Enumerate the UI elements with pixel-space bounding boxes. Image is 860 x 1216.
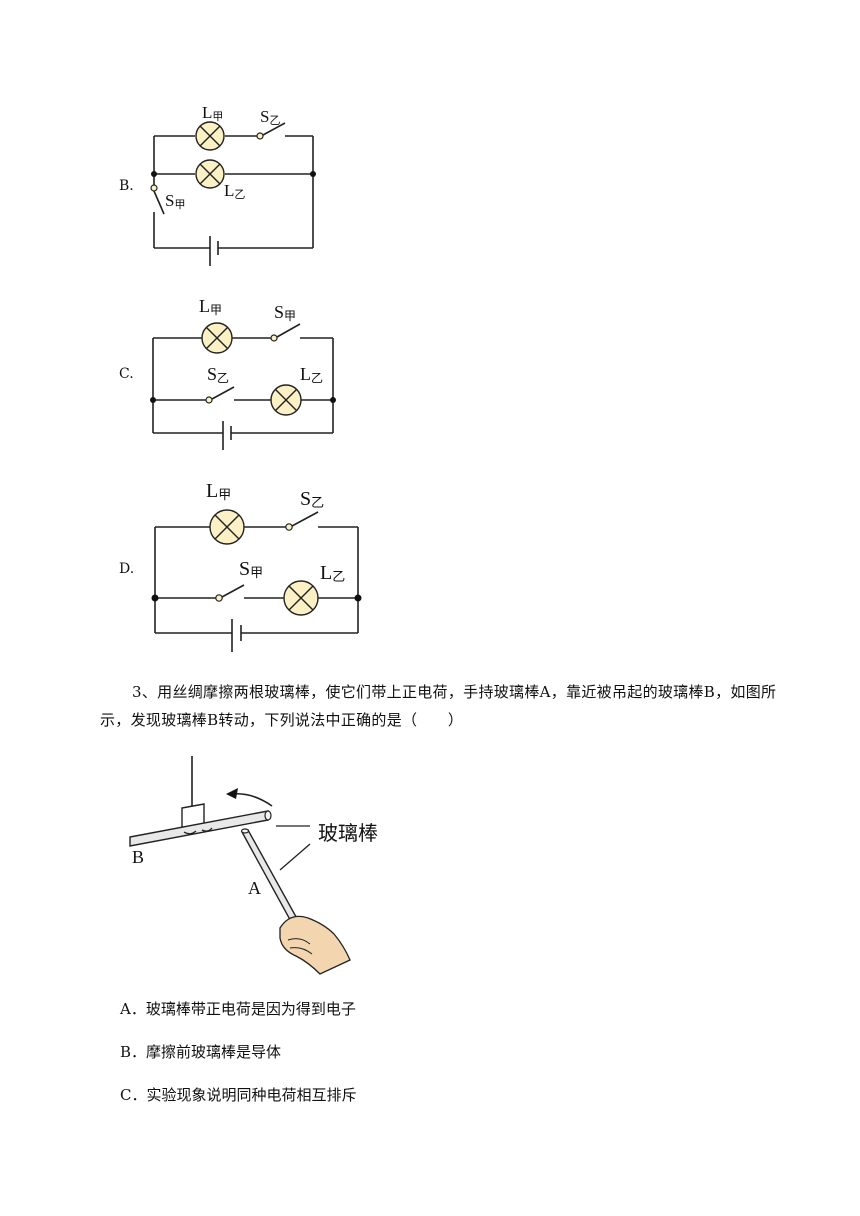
- answer-choice-a[interactable]: A．玻璃棒带正电荷是因为得到电子: [120, 1000, 356, 1018]
- lamp-icon: [270, 384, 302, 416]
- svg-text:L乙: L乙: [224, 181, 245, 201]
- arrow-icon: [226, 788, 273, 807]
- lamp-icon: [201, 322, 233, 354]
- svg-text:A: A: [248, 878, 261, 898]
- hand-icon: [279, 915, 351, 975]
- svg-text:B: B: [132, 847, 144, 867]
- svg-text:L甲: L甲: [202, 103, 223, 123]
- answer-choice-b[interactable]: B．摩擦前玻璃棒是导体: [120, 1043, 282, 1061]
- svg-text:S乙: S乙: [260, 107, 280, 127]
- svg-text:S甲: S甲: [274, 302, 296, 323]
- svg-text:玻璃棒: 玻璃棒: [318, 822, 378, 845]
- option-c-label: C.: [119, 366, 134, 382]
- lamp-icon: [209, 509, 245, 545]
- circuit-diagram-d: L甲 S乙 S甲 L乙: [151, 480, 362, 652]
- svg-text:S乙: S乙: [207, 364, 229, 385]
- lamp-icon: [195, 121, 225, 151]
- svg-text:L甲: L甲: [206, 480, 231, 502]
- svg-text:L甲: L甲: [199, 296, 222, 317]
- svg-text:S甲: S甲: [239, 558, 263, 580]
- option-b-label: B.: [119, 178, 134, 194]
- svg-text:S乙: S乙: [300, 488, 324, 510]
- circuit-diagram-c: L甲 S甲 S乙 L乙: [150, 296, 336, 450]
- option-d-label: D.: [119, 561, 135, 577]
- svg-text:L乙: L乙: [300, 364, 323, 385]
- answer-choice-c[interactable]: C．实验现象说明同种电荷相互排斥: [120, 1086, 357, 1104]
- circuit-diagram-b: L甲 S乙 L乙 S甲: [150, 103, 316, 266]
- question-3-text: 3、用丝绸摩擦两根玻璃棒，使它们带上正电荷，手持玻璃棒A，靠近被吊起的玻璃棒B，…: [100, 683, 777, 729]
- glass-rod-figure: 玻璃棒 B A: [129, 756, 378, 975]
- svg-text:L乙: L乙: [320, 562, 345, 584]
- lamp-icon: [195, 159, 225, 189]
- lamp-icon: [283, 580, 319, 616]
- svg-text:S甲: S甲: [165, 191, 185, 211]
- rod-b-icon: [129, 810, 272, 847]
